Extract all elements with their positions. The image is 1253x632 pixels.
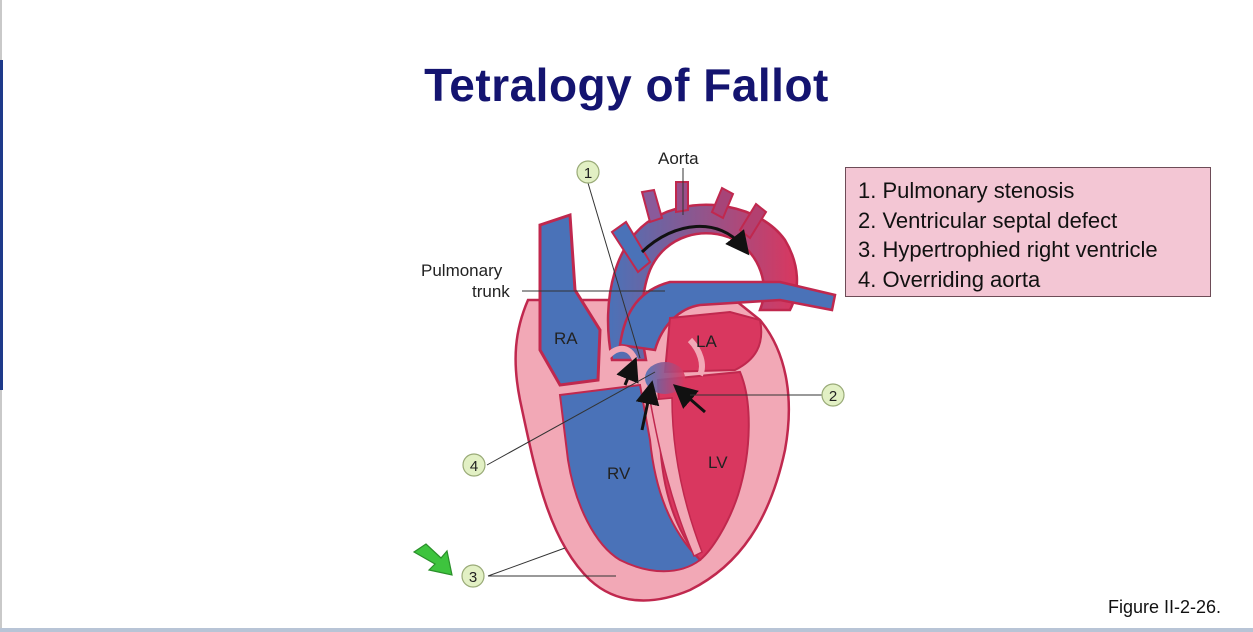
svg-text:4: 4 [470,458,478,475]
label-pulmonary-trunk-1: Pulmonary [421,261,503,280]
callout-1: 1 [576,160,600,184]
aortic-arch [606,203,799,362]
svg-text:1: 1 [584,165,592,182]
svg-text:2: 2 [829,388,837,405]
legend-item-vsd: 2. Ventricular septal defect [858,207,1118,233]
label-aorta: Aorta [658,149,699,168]
leader-callout-4 [486,371,656,466]
aortic-branch-3 [710,186,735,220]
flow-arrow-b [635,380,660,431]
right-ventricle [558,383,702,573]
legend-item-hypertrophied-rv: 3. Hypertrophied right ventricle [858,237,1158,262]
label-la: LA [696,332,717,351]
pointer-arrow-icon [412,543,453,576]
window-edge-accent [0,60,3,390]
legend-item-pulmonary-stenosis: 1. Pulmonary stenosis [858,178,1075,203]
callout-3: 3 [461,564,485,588]
vsd-mixing-zone [645,362,685,394]
valve-flap-1 [602,345,638,362]
aortic-branch-1 [640,188,664,224]
pulmonary-arteries [618,280,837,352]
legend-box: 1. Pulmonary stenosis 2. Ventricular sep… [845,167,1211,297]
leader-callout-3a [487,547,566,577]
figure-caption: Figure II-2-26. [1108,597,1222,617]
callout-4: 4 [462,453,486,477]
legend-item-overriding-aorta: 4. Overriding aorta [858,266,1041,292]
label-rv: RV [607,464,631,483]
label-lv: LV [708,453,728,472]
flow-arrow-a [616,356,639,386]
left-atrium [663,310,763,374]
window-edge-bottom [0,628,1253,632]
aortic-branch-2 [675,181,689,214]
callout-2: 2 [821,383,845,407]
superior-vena-cava [538,212,602,387]
leader-callout-1 [587,182,641,359]
flow-arrow-c [672,384,706,414]
aortic-flow-arrow [640,225,750,256]
ventricular-septum [649,397,703,558]
label-ra: RA [554,329,578,348]
svg-text:3: 3 [469,569,477,586]
pulmonary-branch-left [610,220,652,274]
slide-title: Tetralogy of Fallot [424,59,829,111]
label-pulmonary-trunk-2: trunk [472,282,510,301]
valve-flap-2 [687,337,705,377]
